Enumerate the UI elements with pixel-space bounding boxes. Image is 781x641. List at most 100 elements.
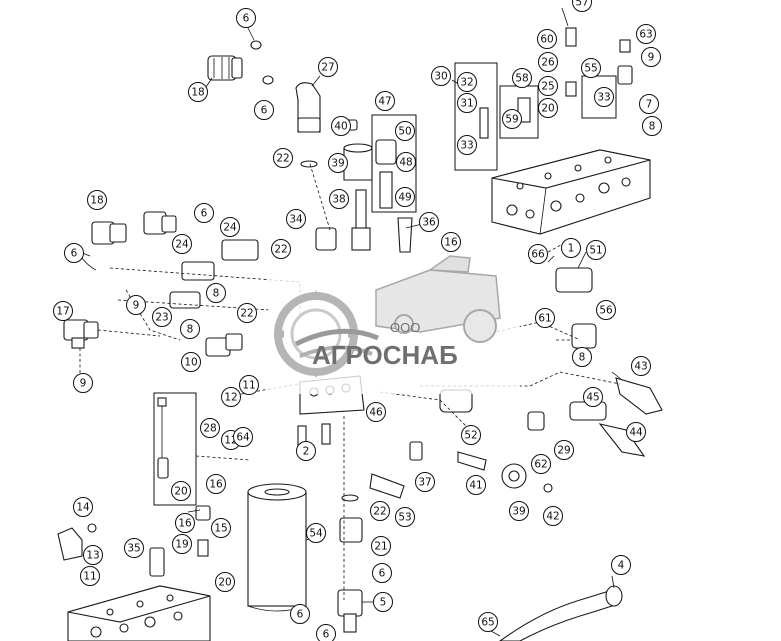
- callout-circle: [211, 518, 231, 538]
- callout-circle: [586, 240, 606, 260]
- callout-number: 52: [464, 430, 477, 442]
- callout-number: 20: [218, 577, 231, 589]
- callout-number: 55: [584, 63, 597, 75]
- callout-14: 14: [73, 497, 93, 517]
- callout-9: 9: [126, 295, 146, 315]
- callout-circle: [328, 153, 348, 173]
- callout-circle: [215, 572, 235, 592]
- callout-number: 56: [599, 305, 613, 317]
- callout-circle: [395, 121, 415, 141]
- callout-number: 4: [618, 560, 625, 572]
- callout-number: 48: [399, 157, 412, 169]
- callout-circle: [126, 295, 146, 315]
- callout-number: 53: [398, 512, 411, 524]
- callout-circle: [611, 555, 631, 575]
- callout-number: 2: [303, 446, 310, 458]
- callout-circle: [581, 58, 601, 78]
- gear-logo-icon: [274, 290, 379, 378]
- callout-61: 61: [535, 308, 555, 328]
- callout-circle: [596, 300, 616, 320]
- callout-8: 8: [206, 283, 226, 303]
- callout-number: 34: [289, 214, 303, 226]
- callout-number: 60: [540, 34, 553, 46]
- callout-15: 15: [211, 518, 231, 538]
- callout-18: 18: [188, 82, 208, 102]
- hose-65: [499, 585, 623, 641]
- callout-circle: [290, 604, 310, 624]
- callout-circle: [583, 387, 603, 407]
- callout-16: 16: [175, 513, 195, 533]
- callout-number: 6: [323, 629, 330, 641]
- callout-circle: [331, 116, 351, 136]
- bottom-left-parts: [57, 505, 211, 577]
- callout-28: 28: [200, 418, 220, 438]
- callout-38: 38: [329, 189, 349, 209]
- callout-number: 45: [586, 392, 599, 404]
- callout-number: 9: [648, 52, 655, 64]
- callout-number: 16: [444, 237, 458, 249]
- callout-circle: [457, 72, 477, 92]
- callout-circle: [572, 347, 592, 367]
- callout-35: 35: [124, 538, 144, 558]
- callout-number: 42: [546, 511, 559, 523]
- callout-number: 22: [276, 153, 289, 165]
- callout-4: 4: [611, 555, 631, 575]
- callout-13: 13: [83, 545, 103, 565]
- callout-66: 66: [528, 244, 548, 264]
- callout-circle: [366, 402, 386, 422]
- callout-64: 64: [233, 427, 253, 447]
- callout-number: 58: [515, 73, 528, 85]
- callout-number: 43: [634, 361, 647, 373]
- callout-6: 6: [254, 100, 274, 120]
- callout-circle: [461, 425, 481, 445]
- callout-circle: [373, 592, 393, 612]
- callout-number: 51: [589, 245, 602, 257]
- callout-circle: [370, 501, 390, 521]
- callout-circle: [509, 501, 529, 521]
- callout-circle: [171, 481, 191, 501]
- callout-6: 6: [372, 563, 392, 583]
- callout-circle: [180, 319, 200, 339]
- callout-circle: [316, 624, 336, 641]
- callout-circle: [254, 100, 274, 120]
- callout-43: 43: [631, 356, 651, 376]
- callout-number: 15: [214, 523, 227, 535]
- callout-number: 64: [236, 432, 250, 444]
- callout-11: 11: [80, 566, 100, 586]
- callout-26: 26: [538, 52, 558, 72]
- callout-number: 40: [334, 121, 347, 133]
- callout-8: 8: [572, 347, 592, 367]
- callout-22: 22: [237, 303, 257, 323]
- callout-6: 6: [290, 604, 310, 624]
- callout-circle: [631, 356, 651, 376]
- callout-circle: [206, 474, 226, 494]
- callout-49: 49: [395, 187, 415, 207]
- callout-25: 25: [538, 76, 558, 96]
- callout-24: 24: [172, 234, 192, 254]
- callout-number: 47: [378, 96, 391, 108]
- callout-circle: [538, 52, 558, 72]
- callout-circle: [124, 538, 144, 558]
- valve-block-bottom: [67, 585, 211, 641]
- callout-circle: [64, 243, 84, 263]
- callout-circle: [318, 57, 338, 77]
- callout-circle: [83, 545, 103, 565]
- callout-circle: [415, 472, 435, 492]
- callout-8: 8: [180, 319, 200, 339]
- callout-39: 39: [509, 501, 529, 521]
- callout-number: 21: [374, 541, 387, 553]
- callout-10: 10: [181, 352, 201, 372]
- callout-circle: [642, 116, 662, 136]
- callout-number: 19: [175, 539, 188, 551]
- watermark-name: АГРОСНАБ: [312, 340, 458, 370]
- callout-number: 30: [434, 71, 447, 83]
- callout-48: 48: [396, 152, 416, 172]
- elbow-fitting-18: [207, 40, 274, 85]
- callout-circle: [239, 375, 259, 395]
- callout-circle: [80, 566, 100, 586]
- callout-number: 35: [127, 543, 140, 555]
- callout-32: 32: [457, 72, 477, 92]
- callout-circle: [200, 418, 220, 438]
- callout-41: 41: [466, 475, 486, 495]
